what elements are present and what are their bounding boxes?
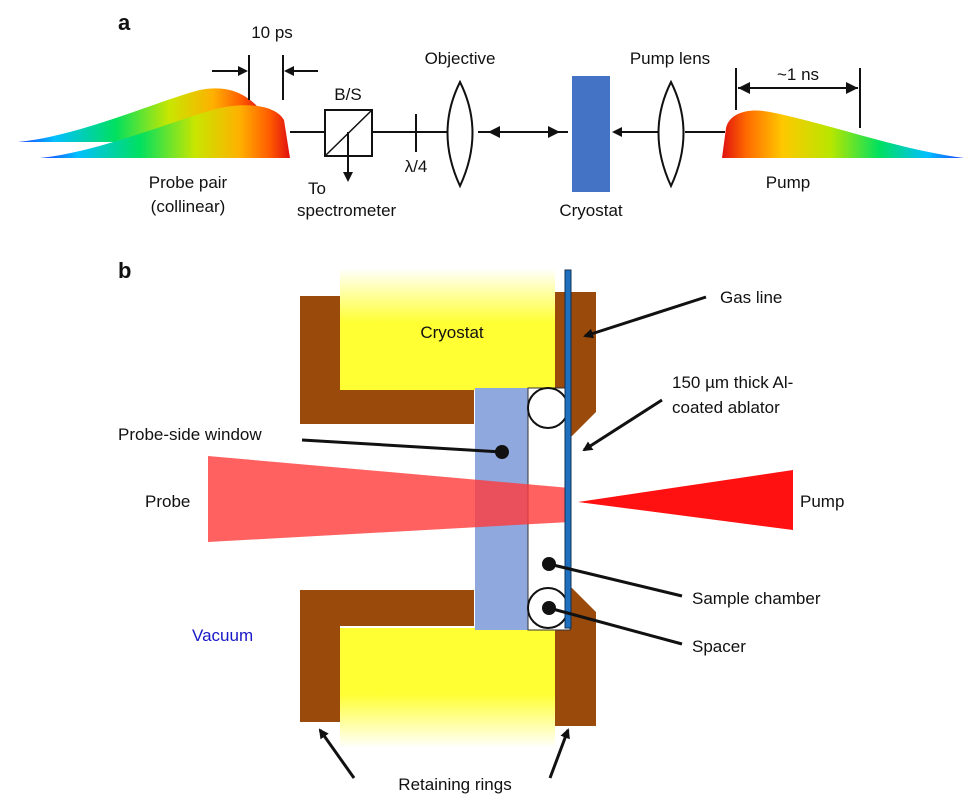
spacer-dot — [542, 601, 556, 615]
pump-label-a: Pump — [766, 173, 810, 192]
pulse-width-label: ~1 ns — [777, 65, 819, 84]
objective-lens — [446, 79, 474, 189]
pump-label-b: Pump — [800, 492, 844, 511]
probe-pair-label-2: (collinear) — [151, 197, 226, 216]
pump-pulse — [722, 110, 964, 158]
sample-chamber-dot — [542, 557, 556, 571]
cryostat-label-a: Cryostat — [559, 201, 623, 220]
retaining-ring-top-left — [300, 296, 474, 424]
probe-window-label: Probe-side window — [118, 425, 262, 444]
objective-label: Objective — [425, 49, 496, 68]
vacuum-label: Vacuum — [192, 626, 253, 645]
pump-beam — [578, 470, 793, 530]
cryostat-body-top — [340, 268, 555, 390]
spacer-leader — [548, 606, 683, 646]
probe-pulse-2 — [40, 105, 290, 158]
ablator-arrow — [582, 398, 663, 452]
to-label: To — [308, 179, 326, 198]
spacer-label: Spacer — [692, 637, 746, 656]
sample-chamber-label: Sample chamber — [692, 589, 821, 608]
gas-line-arrow — [583, 295, 707, 339]
ablator-label-1: 150 µm thick Al- — [672, 373, 793, 392]
gas-line-label: Gas line — [720, 288, 782, 307]
cryostat-label-b: Cryostat — [420, 323, 484, 342]
pulse-width-right-head — [846, 82, 858, 94]
pump-lens-label: Pump lens — [630, 49, 710, 68]
spacer-top — [527, 387, 569, 429]
bs-label: B/S — [334, 85, 361, 104]
probe-window-leader — [301, 438, 503, 454]
retaining-ring-arrow-left — [318, 728, 356, 779]
retaining-rings-label: Retaining rings — [398, 775, 511, 794]
delay-label: 10 ps — [251, 23, 293, 42]
probe-pair-label-1: Probe pair — [149, 173, 228, 192]
probe-window-dot — [495, 445, 509, 459]
cryostat-body-bottom — [340, 628, 555, 748]
ablator-label-2: coated ablator — [672, 398, 780, 417]
double-arrow-left-head — [488, 126, 500, 138]
spectrometer-label: spectrometer — [297, 201, 397, 220]
ablator-gas-line — [564, 269, 572, 629]
retaining-ring-bottom-left — [300, 590, 474, 722]
pump-lens — [657, 79, 685, 189]
cryostat-block — [572, 76, 610, 192]
panel-b-letter: b — [118, 258, 131, 283]
panel-a-letter: a — [118, 10, 131, 35]
double-arrow-right-head — [548, 126, 560, 138]
sample-chamber-leader — [548, 562, 683, 598]
retaining-ring-arrow-right — [548, 728, 570, 779]
probe-label: Probe — [145, 492, 190, 511]
probe-beam — [208, 456, 570, 542]
pulse-width-left-head — [738, 82, 750, 94]
waveplate-label: λ/4 — [405, 157, 428, 176]
